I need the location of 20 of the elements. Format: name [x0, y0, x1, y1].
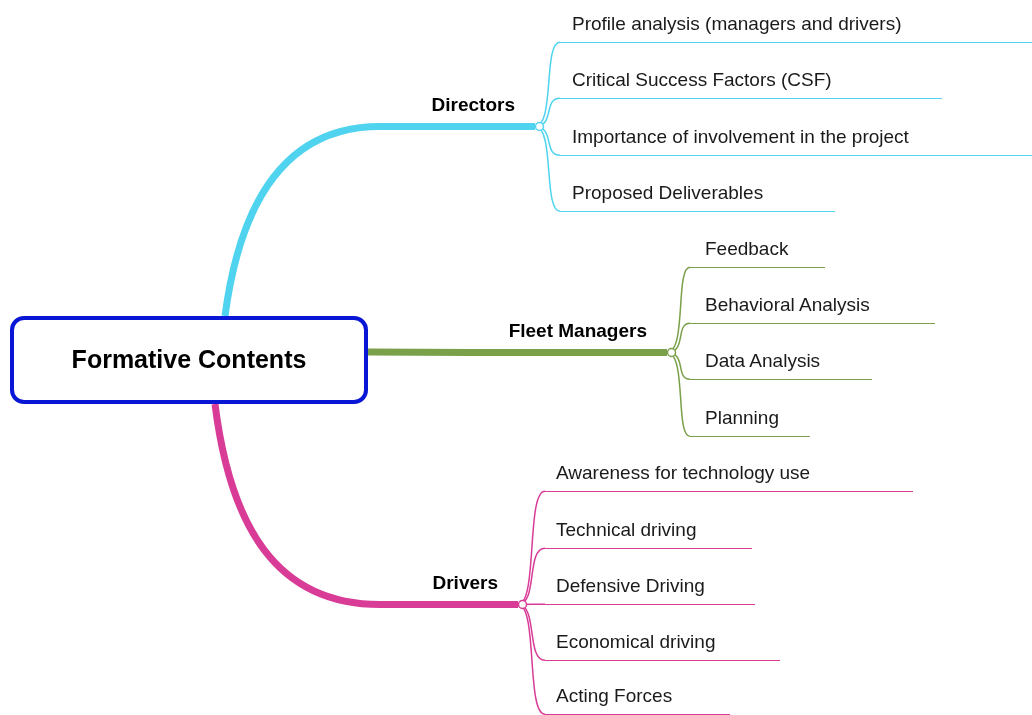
branch-topic: Fleet Managers	[470, 318, 667, 356]
underlined-topic: Economical driving	[545, 626, 780, 661]
underlined-topic: Critical Success Factors (CSF)	[560, 64, 942, 99]
underlined-topic: Proposed Deliverables	[560, 177, 835, 212]
branch-topic: Drivers	[380, 570, 518, 608]
underlined-topic: Planning	[690, 402, 810, 437]
underlined-topic: Technical driving	[545, 514, 752, 549]
underlined-topic: Data Analysis	[690, 345, 872, 380]
underlined-topic: Feedback	[690, 233, 825, 268]
underlined-topic: Awareness for technology use	[545, 457, 913, 492]
underlined-topic: Acting Forces	[545, 680, 730, 715]
main-branch-line	[211, 403, 381, 608]
underlined-topic: Importance of involvement in the project	[560, 121, 1032, 156]
main-branch-line	[221, 123, 381, 317]
central-topic-label: Formative Contents	[71, 344, 307, 376]
underlined-topic: Behavioral Analysis	[690, 289, 935, 324]
central-topic-box	[10, 316, 368, 404]
underlined-topic: Defensive Driving	[545, 570, 755, 605]
branch-topic: Directors	[380, 92, 535, 130]
underlined-topic: Profile analysis (managers and drivers)	[560, 8, 1032, 43]
